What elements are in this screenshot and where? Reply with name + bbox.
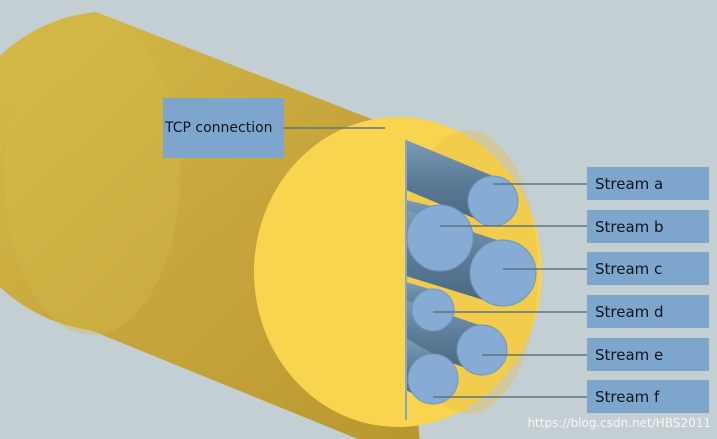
pipe-face-left-half xyxy=(262,117,406,427)
stream-label-d: Stream d xyxy=(587,295,709,328)
watermark-text: https://blog.csdn.net/HBS2011 xyxy=(527,416,711,430)
stream-end-c xyxy=(469,239,537,307)
stream-label-e: Stream e xyxy=(587,338,709,371)
stream-label-c: Stream c xyxy=(587,252,709,285)
pipe-back-end xyxy=(4,15,180,335)
stream-label-f: Stream f xyxy=(587,380,709,413)
stream-end-d xyxy=(411,288,455,332)
stream-end-b xyxy=(406,204,474,272)
stream-end-e xyxy=(456,324,508,376)
stream-end-f xyxy=(407,353,459,405)
stream-label-a: Stream a xyxy=(587,167,709,200)
stream-label-b: Stream b xyxy=(587,210,709,243)
tcp-connection-label: TCP connection xyxy=(163,98,284,158)
